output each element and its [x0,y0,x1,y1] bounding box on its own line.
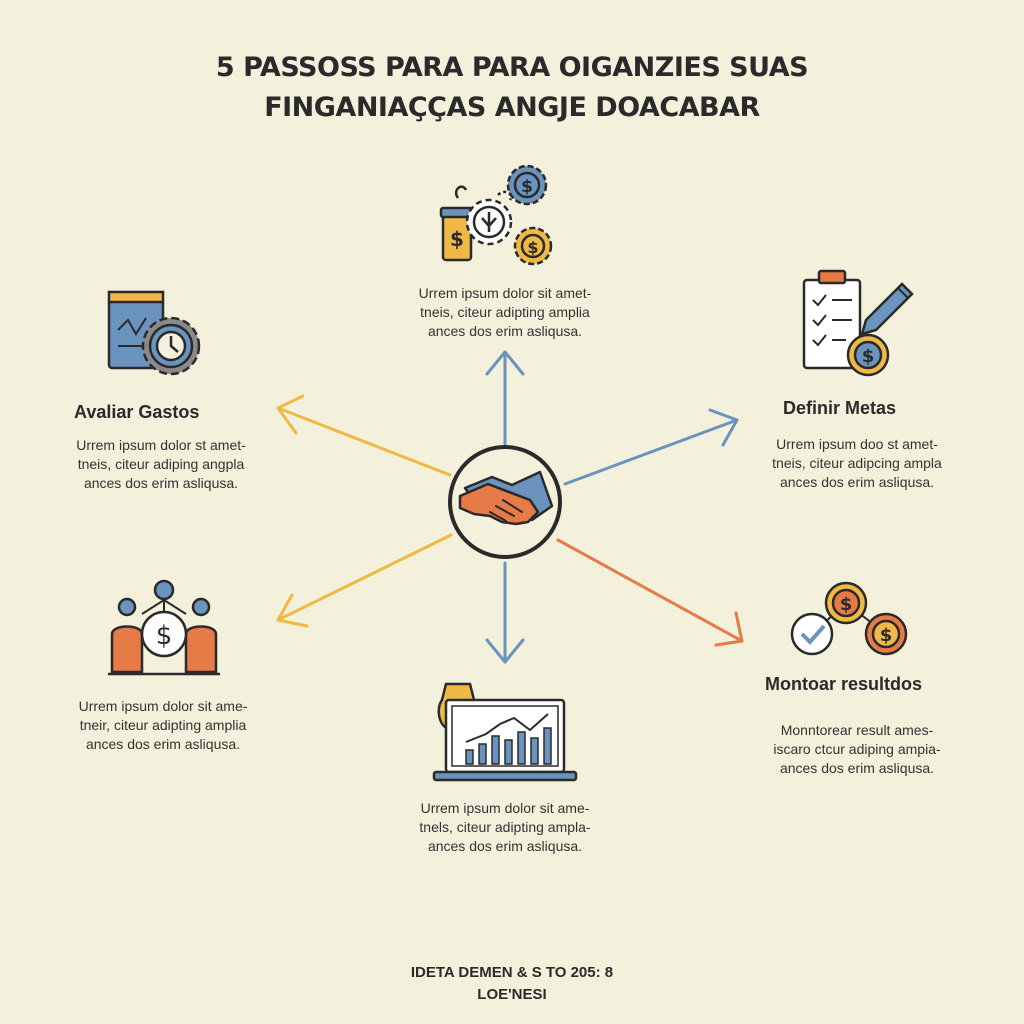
step-avaliar-desc-line-3: ances dos erim asliqusa. [83,475,239,491]
step-top-description: Urrem ipsum dolor sit amet- tneis, citeu… [380,284,630,341]
step-top-desc-line-2: tneis, citeur adipting amplia [420,304,590,320]
step-avaliar-heading: Avaliar Gastos [74,402,200,422]
step-definir-heading: Definir Metas [783,398,897,418]
footer-line-1: IDETA DEMEN & S TO 205: 8 [410,964,614,981]
step-top-desc-line-1: Urrem ipsum dolor sit amet- [418,285,592,301]
svg-text:$: $ [521,177,533,197]
svg-text:$: $ [862,346,875,367]
svg-text:$: $ [527,238,538,257]
arrow-lower-left [276,533,453,628]
svg-text:$: $ [156,621,173,651]
people-coin-icon: $ [108,579,220,676]
step-definir-desc-line-2: tneis, citeur adipcing ampla [772,455,942,471]
arrow-up [485,350,525,450]
svg-text:$: $ [840,594,853,615]
step-bottom-desc-line-3: ances dos erim asliqusa. [427,838,583,854]
title-line-1: 5 PASSOSS PARA PARA OIGANZIES SUAS [215,52,809,83]
step-avaliar-desc-line-2: tneis, citeur adiping angpla [77,456,245,472]
clipboard-gear-icon [107,290,201,376]
arrow-upper-right [563,408,739,486]
checklist-pencil-coin-icon: $ [802,269,914,377]
svg-text:$: $ [450,227,464,251]
step-avaliar-description: Urrem ipsum dolor st amet- tneis, citeur… [36,436,286,493]
step-monitorar-desc-line-2: iscaro ctcur adiping ampia- [773,741,941,757]
arrows [276,350,744,664]
step-top-desc-line-3: ances dos erim asliqusa. [427,323,583,339]
step-definir-desc-line-3: ances dos erim asliqusa. [779,474,935,490]
lightbulb-laptop-chart-icon [432,682,578,782]
step-definir-description: Urrem ipsum doo st amet- tneis, citeur a… [732,435,982,492]
title-line-2: FINGANIAÇÇAS ANGJE DOACABAR [264,92,760,123]
step-bottom-description: Urrem ipsum dolor sit ame- tnels, citeur… [380,799,630,856]
step-left-bottom-desc-line-1: Urrem ipsum dolor sit ame- [78,698,248,714]
step-monitorar-description: Monntorear result ames- iscaro ctcur adi… [732,721,982,778]
step-left-bottom-desc-line-2: tneir, citeur adipting amplia [79,717,247,733]
step-monitorar-desc-line-3: ances dos erim asliqusa. [779,760,935,776]
svg-text:$: $ [880,625,893,646]
coins-check-icon: $ $ [790,581,908,656]
step-monitorar-heading: Montoar resultdos [765,674,923,694]
arrow-lower-right [556,538,744,647]
arrow-down [485,561,525,664]
step-avaliar-desc-line-1: Urrem ipsum dolor st amet- [76,437,246,453]
step-bottom-desc-line-1: Urrem ipsum dolor sit ame- [420,800,590,816]
gears-money-jar-icon: $ $ $ [439,164,553,266]
step-monitorar-desc-line-1: Monntorear result ames- [780,722,934,738]
step-bottom-desc-line-2: tnels, citeur adipting ampla- [419,819,591,835]
step-definir-desc-line-1: Urrem ipsum doo st amet- [776,436,938,452]
step-left-bottom-desc-line-3: ances dos erim asliqusa. [85,736,241,752]
arrow-upper-left [276,394,452,477]
footer-line-2: LOE'NESI [477,986,547,1003]
handshake-icon [448,445,562,559]
step-left-bottom-description: Urrem ipsum dolor sit ame- tneir, citeur… [38,697,288,754]
